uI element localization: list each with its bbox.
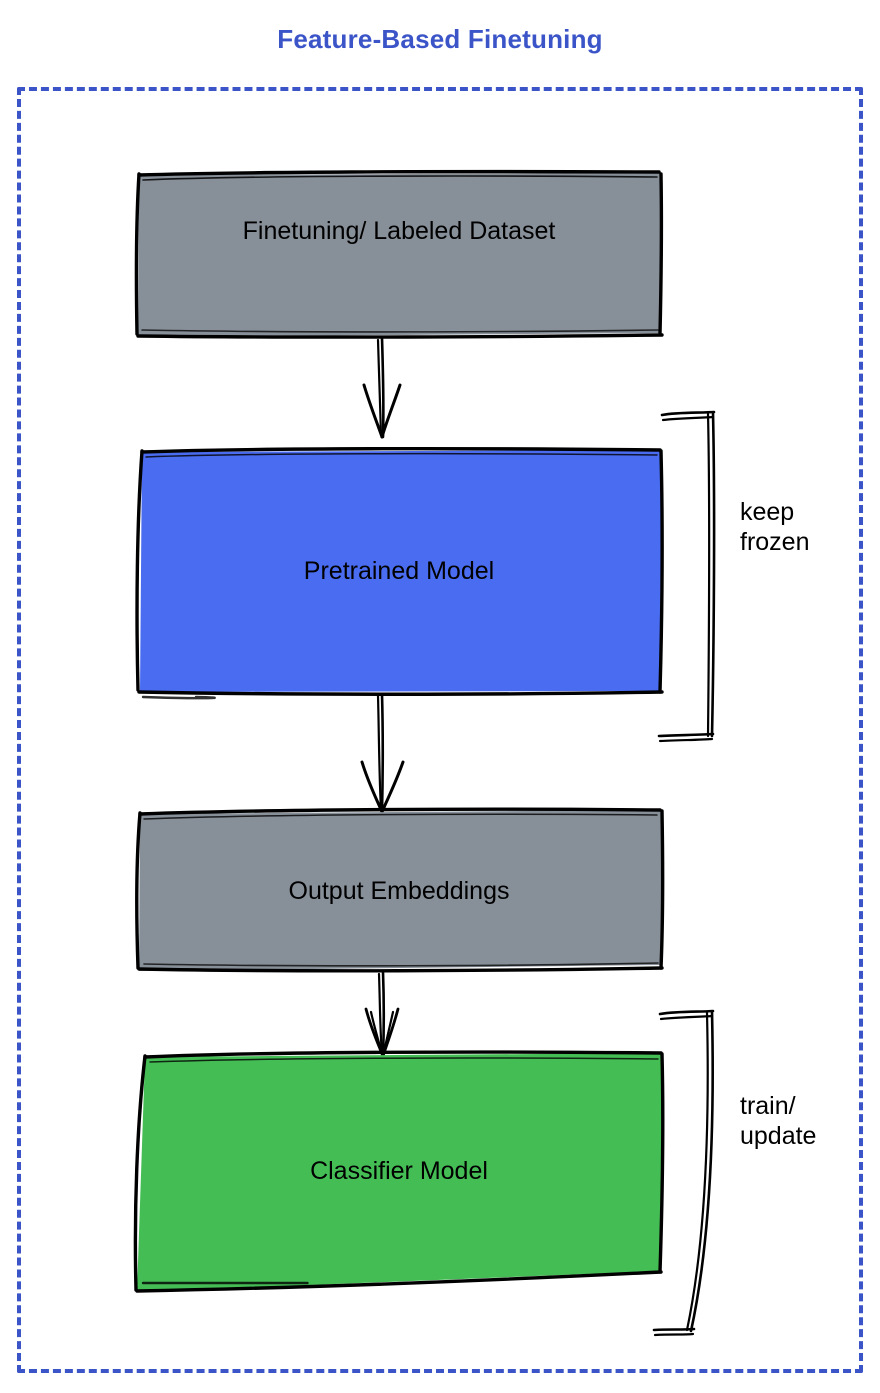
- node-label-classifier: Classifier Model: [310, 1157, 488, 1185]
- node-label-dataset: Finetuning/ Labeled Dataset: [242, 217, 556, 245]
- diagram-dashed-container: [17, 87, 863, 1373]
- node-label-pretrained: Pretrained Model: [303, 557, 495, 585]
- annotation-train-update: train/ update: [740, 1092, 817, 1150]
- diagram-title: Feature-Based Finetuning: [277, 24, 603, 54]
- annotation-keep-frozen: keep frozen: [740, 498, 810, 556]
- node-label-embeddings: Output Embeddings: [288, 877, 510, 905]
